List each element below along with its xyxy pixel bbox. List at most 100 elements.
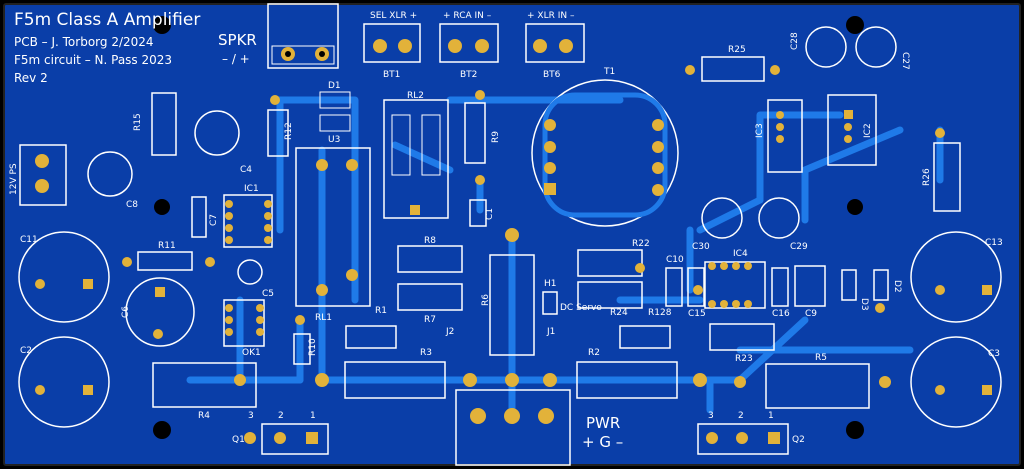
r3-body: [344, 361, 446, 399]
r23-body: [709, 323, 775, 351]
r5-label: R5: [815, 353, 827, 363]
ps-label: 12V PS: [9, 163, 19, 195]
transistor-q1: 3 2 1 Q1: [232, 411, 329, 455]
regulators: IC3 IC2: [755, 94, 877, 173]
r26-label: R26: [922, 168, 932, 186]
r24-body: [577, 281, 643, 309]
q2-pin2: 2: [738, 411, 744, 421]
resistor-labels: R15 R12 R9 R11 R8 R7 R22 R24 R3 R2 R4 R5…: [133, 45, 932, 421]
ic3-label: IC3: [755, 123, 765, 138]
rl2-label: RL2: [407, 91, 424, 101]
c28-label: C28: [790, 32, 800, 50]
r4-label: R4: [198, 411, 210, 421]
c30-label: C30: [692, 242, 710, 252]
c27-label: C27: [900, 52, 910, 70]
mounting-holes: [153, 16, 864, 439]
ic1-label: IC1: [244, 184, 259, 194]
relay-rl2: RL2: [383, 91, 449, 219]
spkr-title: SPKR: [218, 31, 257, 49]
revision: Rev 2: [14, 71, 48, 85]
rca-in-label: + RCA IN –: [443, 11, 492, 21]
r11-label: R11: [158, 241, 176, 251]
ps-connector: 12V PS: [9, 144, 67, 206]
q2-label: Q2: [792, 435, 805, 445]
c15-label: C15: [688, 309, 706, 319]
bulk-cap-pads: [35, 279, 992, 395]
credit-pcb: PCB – J. Torborg 2/2024: [14, 35, 154, 49]
r15-label: R15: [133, 113, 143, 131]
ok1-label: OK1: [242, 348, 261, 358]
q1-label: Q1: [232, 435, 245, 445]
r11-body: [137, 251, 193, 271]
ic-labels: IC1 OK1 IC4: [242, 184, 748, 358]
r23-label: R23: [735, 354, 753, 364]
power-connector: PWR + G –: [455, 389, 623, 466]
d2-label: D2: [892, 280, 902, 293]
pwr-polarity: + G –: [582, 433, 623, 451]
dc-servo-label: DC Servo: [560, 303, 602, 313]
q2-pin1: 1: [768, 411, 774, 421]
diode-d1-u3: D1 U3: [319, 81, 351, 145]
r1-label: R1: [375, 306, 387, 316]
r10-label: R10: [308, 338, 318, 356]
radial-capacitors: [87, 26, 897, 285]
pwr-title: PWR: [586, 414, 620, 432]
t1-label: T1: [603, 67, 615, 77]
transistor-q2: 3 2 1 Q2: [697, 411, 805, 455]
r12-body: [267, 109, 289, 157]
sel-xlr-label: SEL XLR +: [370, 11, 417, 21]
input-connectors: SEL XLR + BT1 + RCA IN – BT2 + XLR IN – …: [363, 11, 585, 80]
r24-label: R24: [610, 308, 628, 318]
film-capacitors: [191, 196, 826, 307]
q1-pin1: 1: [310, 411, 316, 421]
c10-label: C10: [666, 255, 684, 265]
xlr-in-label: + XLR IN –: [527, 11, 575, 21]
r25-body: [701, 56, 765, 82]
c2-label: C2: [20, 346, 32, 356]
board-title: F5m Class A Amplifier: [14, 10, 200, 30]
r6-label: R6: [481, 294, 491, 306]
r6-body: [489, 254, 535, 356]
vias: [122, 65, 945, 388]
r12-label: R12: [284, 122, 294, 140]
r15-body: [151, 92, 177, 156]
ic2-label: IC2: [863, 123, 873, 138]
c1-label: C1: [485, 208, 495, 220]
r9-label: R9: [491, 131, 501, 143]
diodes: [841, 269, 889, 301]
ic-pads: [225, 200, 752, 336]
j2-label: J2: [445, 327, 454, 337]
bulk-cap-labels: C11 C2 C13 C3 C6: [20, 235, 1003, 359]
relay-rl1: RL1: [295, 147, 371, 323]
j1-label: J1: [546, 327, 555, 337]
r10-body: [293, 333, 311, 365]
d3-label: D3: [859, 298, 869, 311]
resistors: [137, 56, 961, 409]
r128-label: R128: [648, 308, 672, 318]
bt1-label: BT1: [383, 70, 400, 80]
c3-label: C3: [988, 349, 1000, 359]
r22-label: R22: [632, 239, 650, 249]
c8-label: C8: [126, 200, 138, 210]
rl1-label: RL1: [315, 313, 332, 323]
r9-body: [464, 102, 486, 164]
c16-label: C16: [772, 309, 790, 319]
c4-label: C4: [240, 165, 252, 175]
c13-label: C13: [985, 238, 1003, 248]
film-cap-labels: C7 C1 C10 C15 C16 C9: [209, 208, 817, 319]
spkr-polarity: – / +: [222, 52, 250, 66]
c11-label: C11: [20, 235, 38, 245]
ic4-label: IC4: [733, 249, 748, 259]
transformer-t1: T1: [531, 67, 679, 227]
d1-label: D1: [328, 81, 341, 91]
r4-body: [152, 362, 257, 408]
c7-label: C7: [209, 214, 219, 226]
r5-body: [765, 363, 870, 409]
bt2-label: BT2: [460, 70, 477, 80]
r2-label: R2: [588, 348, 600, 358]
h1-label: H1: [544, 279, 557, 289]
q1-pin3: 3: [248, 411, 254, 421]
q2-pin3: 3: [708, 411, 714, 421]
bulk-capacitors: [18, 231, 1002, 428]
